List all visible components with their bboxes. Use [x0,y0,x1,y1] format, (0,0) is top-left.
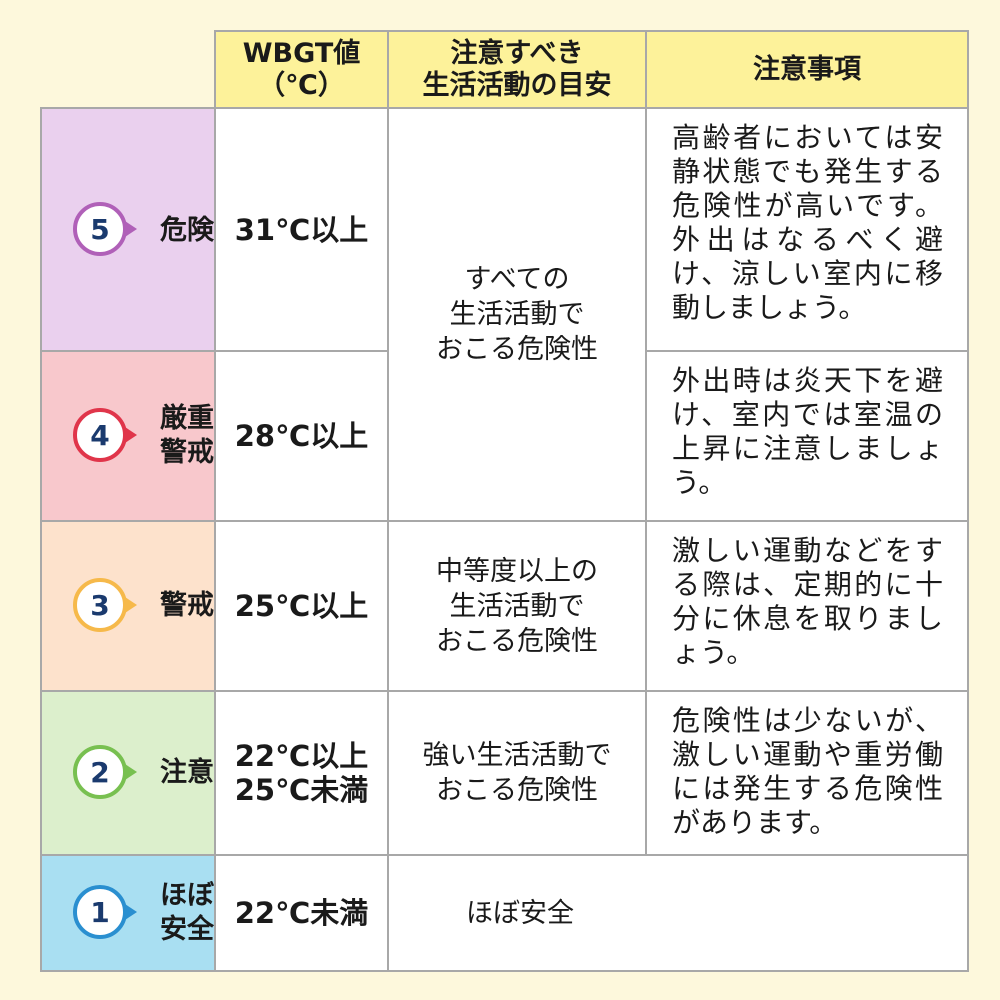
level-5-label: 危険 [160,215,214,246]
level-2-label: 注意 [160,757,214,788]
level-2-badge-icon: 2 [73,745,137,805]
level-cell-4: 4 厳重 警戒 [40,350,216,522]
level-4-badge-icon: 4 [73,408,137,468]
notes-cell-4: 外出時は炎天下を避け、室内では室温の上昇に注意しましょう。 [645,350,969,522]
notes-cell-5: 高齢者においては安静状態でも発生する危険性が高いです。外出はなるべく避け、涼しい… [645,107,969,352]
activity-cell-medium: 中等度以上の 生活活動で おこる危険性 [387,520,647,692]
activity-cell-high: すべての 生活活動で おこる危険性 [387,107,647,522]
wbgt-cell-2: 22℃以上 25℃未満 [214,690,389,856]
notes-cell-3: 激しい運動などをする際は、定期的に十分に休息を取りましょう。 [645,520,969,692]
level-3-badge-icon: 3 [73,578,137,638]
level-1-badge-icon: 1 [73,885,137,945]
wbgt-cell-4: 28℃以上 [214,350,389,522]
level-1-label: ほぼ 安全 [160,880,214,945]
level-cell-1: 1 ほぼ 安全 [40,854,216,972]
wbgt-cell-1: 22℃未満 [214,854,389,972]
header-notes: 注意事項 [645,30,969,109]
activity-cell-safe: ほぼ安全 [387,854,969,972]
header-wbgt: WBGT値 （℃） [214,30,389,109]
header-activity: 注意すべき 生活活動の目安 [387,30,647,109]
level-4-label: 厳重 警戒 [160,403,214,468]
wbgt-cell-5: 31℃以上 [214,107,389,352]
level-cell-2: 2 注意 [40,690,216,856]
level-5-badge-icon: 5 [73,202,137,262]
level-3-label: 警戒 [160,590,214,621]
wbgt-cell-3: 25℃以上 [214,520,389,692]
activity-cell-strong: 強い生活活動で おこる危険性 [387,690,647,856]
level-cell-5: 5 危険 [40,107,216,352]
notes-cell-2: 危険性は少ないが、激しい運動や重労働には発生する危険性があります。 [645,690,969,856]
level-cell-3: 3 警戒 [40,520,216,692]
